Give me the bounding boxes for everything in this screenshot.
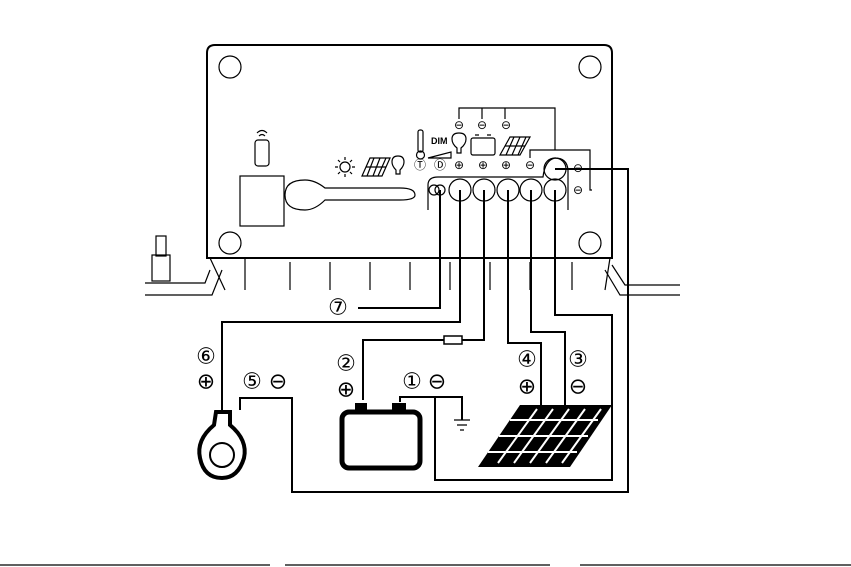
ground-icon bbox=[454, 419, 470, 431]
minus-symbol: ⊖ bbox=[477, 118, 487, 132]
battery bbox=[339, 403, 423, 471]
ir-window bbox=[239, 175, 285, 227]
temp-terminal-symbol: Ⓣ bbox=[414, 158, 426, 172]
mount-hole bbox=[578, 231, 602, 255]
load-bulb-icon bbox=[451, 132, 467, 154]
side-bus-line bbox=[529, 149, 592, 191]
label-4-sign: ⊕ bbox=[518, 375, 536, 400]
label-1-sign: ⊖ bbox=[428, 370, 446, 395]
mount-hole bbox=[218, 55, 242, 79]
wire-1-battery-minus bbox=[434, 190, 613, 481]
fuse-icon bbox=[443, 335, 463, 345]
label-1: ① bbox=[402, 370, 422, 395]
negative-bus-line bbox=[458, 107, 556, 150]
label-4: ④ bbox=[517, 348, 537, 373]
plus-symbol: ⊕ bbox=[454, 158, 464, 172]
sun-icon bbox=[335, 157, 355, 177]
solar-panel-icon bbox=[361, 157, 391, 177]
terminal-block bbox=[427, 157, 569, 210]
plus-symbol: ⊕ bbox=[501, 158, 511, 172]
callout-labels: ⑦ ⑥ ⊕ ⑤ ⊖ ② ⊕ ① ⊖ ④ ⊕ ③ ⊖ bbox=[196, 296, 588, 403]
heat-sink bbox=[209, 257, 611, 291]
minus-symbol: ⊖ bbox=[454, 118, 464, 132]
mount-hole bbox=[218, 231, 242, 255]
label-3-sign: ⊖ bbox=[569, 375, 587, 400]
label-3: ③ bbox=[568, 348, 588, 373]
plus-symbol: ⊕ bbox=[478, 158, 488, 172]
minus-symbol: ⊖ bbox=[525, 158, 535, 172]
wire-6-load-plus bbox=[221, 190, 461, 412]
wire-5-load-minus bbox=[239, 168, 629, 493]
remote-icon bbox=[254, 129, 270, 167]
thermometer-icon bbox=[415, 129, 426, 160]
dim-label: DIM bbox=[431, 136, 448, 146]
bulb-icon bbox=[391, 155, 405, 175]
wire-7 bbox=[358, 190, 441, 309]
label-5-sign: ⊖ bbox=[269, 370, 287, 395]
wire-ground bbox=[399, 396, 463, 420]
mounting-bracket-left bbox=[145, 235, 223, 296]
label-5: ⑤ bbox=[242, 370, 262, 395]
minus-symbol: ⊖ bbox=[573, 183, 583, 197]
panel-icon bbox=[498, 136, 532, 156]
mounting-bracket-right bbox=[604, 264, 680, 296]
solar-panel bbox=[478, 405, 612, 467]
mount-hole bbox=[578, 55, 602, 79]
wire-4-panel-plus bbox=[507, 190, 542, 405]
label-7: ⑦ bbox=[328, 296, 348, 321]
minus-symbol: ⊖ bbox=[501, 118, 511, 132]
charge-controller: DIM ⊖ ⊖ ⊖ Ⓣ Ⓓ ⊕ ⊕ ⊕ ⊖ ⊖ ⊖ bbox=[145, 44, 680, 296]
dim-terminal-symbol: Ⓓ bbox=[434, 158, 446, 172]
wire-3-panel-minus bbox=[530, 190, 566, 405]
load-lamp-icon bbox=[197, 410, 247, 481]
wires bbox=[221, 168, 629, 493]
label-6-sign: ⊕ bbox=[197, 370, 215, 395]
dim-ramp-icon bbox=[427, 151, 452, 159]
label-2: ② bbox=[336, 352, 356, 377]
wire-2-battery-plus bbox=[362, 190, 485, 400]
slot-opening bbox=[284, 179, 416, 211]
terminal-temp[interactable] bbox=[428, 184, 440, 196]
label-2-sign: ⊕ bbox=[337, 378, 355, 403]
battery-icon bbox=[470, 134, 496, 156]
label-6: ⑥ bbox=[196, 345, 216, 370]
